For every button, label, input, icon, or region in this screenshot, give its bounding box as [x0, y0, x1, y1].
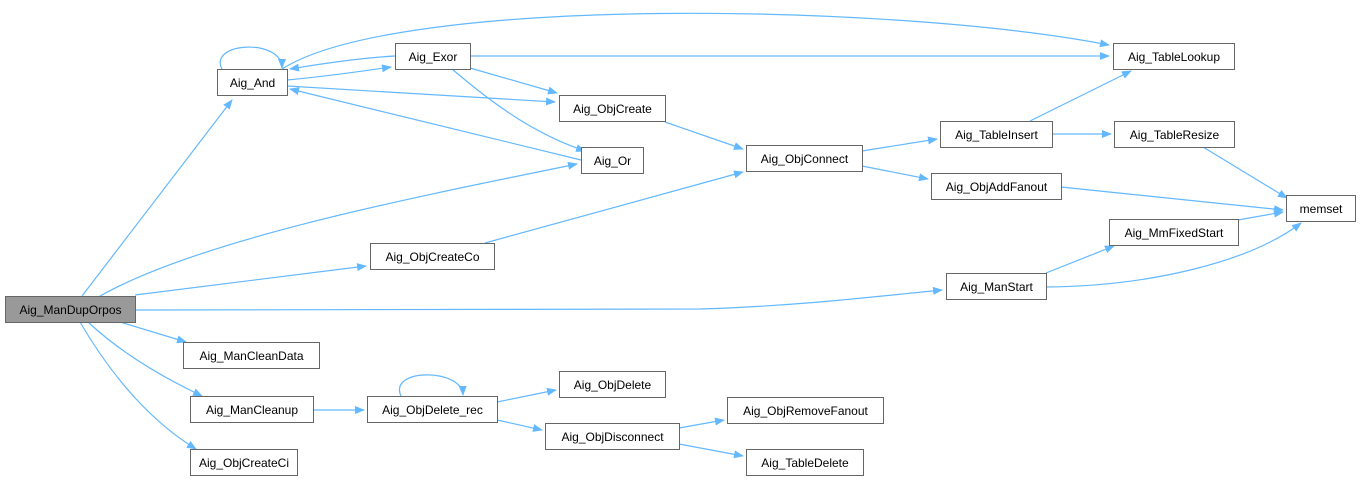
node-aig-and[interactable]: Aig_And — [217, 69, 288, 96]
node-aig-manstart[interactable]: Aig_ManStart — [946, 273, 1047, 300]
node-aig-tablelookup[interactable]: Aig_TableLookup — [1113, 43, 1235, 70]
edge-objdeleterec-objdelete — [496, 387, 557, 403]
node-aig-objdisconnect[interactable]: Aig_ObjDisconnect — [545, 423, 680, 450]
edge-objcreateco-objconnect — [484, 170, 744, 244]
node-aig-objcreate[interactable]: Aig_ObjCreate — [559, 95, 666, 122]
edge-duporpos-mancleandata — [119, 321, 187, 344]
node-aig-or[interactable]: Aig_Or — [581, 147, 644, 174]
node-aig-objconnect[interactable]: Aig_ObjConnect — [746, 145, 863, 172]
edge-objdeleterec-self — [398, 374, 467, 397]
node-aig-objremovefanout[interactable]: Aig_ObjRemoveFanout — [727, 397, 884, 424]
node-aig-objcreateco[interactable]: Aig_ObjCreateCo — [370, 243, 495, 270]
edge-and-exor — [286, 64, 392, 81]
edge-objdisconnect-tabledelete — [678, 443, 744, 459]
edge-duporpos-and — [81, 99, 233, 297]
edge-duporpos-objcreateco — [134, 263, 367, 296]
edge-duporpos-objcreateci — [79, 321, 197, 450]
edge-and-self — [219, 46, 286, 70]
edge-duporpos-manstart — [134, 286, 943, 311]
node-aig-objdelete[interactable]: Aig_ObjDelete — [559, 371, 666, 398]
node-aig-objdelete-rec[interactable]: Aig_ObjDelete_rec — [367, 396, 498, 423]
node-aig-objaddfanout[interactable]: Aig_ObjAddFanout — [931, 173, 1062, 200]
edge-exor-and — [289, 55, 396, 72]
node-aig-tableinsert[interactable]: Aig_TableInsert — [940, 121, 1053, 148]
edge-objdeleterec-objdisconnect — [496, 419, 543, 432]
node-aig-objcreateci[interactable]: Aig_ObjCreateCi — [190, 449, 298, 476]
edge-or-and — [289, 87, 582, 161]
edge-duporpos-mancleanup — [87, 321, 203, 397]
edge-and-objcreate — [286, 85, 556, 106]
edge-exor-or — [451, 68, 586, 152]
edge-objconnect-objaddfanout — [861, 165, 929, 182]
edge-objconnect-tableinsert — [861, 136, 938, 152]
edge-objaddfanout-memset — [1060, 186, 1284, 214]
edge-manstart-mmfixedstart — [1045, 245, 1115, 274]
edge-tableinsert-tablelookup — [1029, 70, 1132, 122]
node-aig-tableresize[interactable]: Aig_TableResize — [1114, 121, 1235, 148]
edge-mmfixedstart-memset — [1237, 209, 1284, 221]
edge-and-tablelookup — [281, 12, 1110, 70]
node-aig-mancleandata[interactable]: Aig_ManCleanData — [183, 342, 320, 369]
edge-objcreate-objconnect — [664, 121, 744, 150]
node-aig-mmfixedstart[interactable]: Aig_MmFixedStart — [1109, 219, 1239, 246]
node-aig-tabledelete[interactable]: Aig_TableDelete — [746, 449, 864, 476]
edge-duporpos-or — [99, 161, 578, 297]
edge-objdisconnect-objremovefanout — [678, 417, 725, 429]
node-aig-mancleanup[interactable]: Aig_ManCleanup — [190, 396, 314, 423]
node-aig-exor[interactable]: Aig_Exor — [395, 43, 471, 70]
edge-exor-objcreate — [469, 67, 558, 95]
edge-tableresize-memset — [1202, 146, 1288, 199]
node-memset[interactable]: memset — [1286, 195, 1356, 222]
edge-manstart-memset — [1045, 222, 1302, 288]
node-aig-mandupporpos[interactable]: Aig_ManDupOrpos — [5, 296, 136, 323]
